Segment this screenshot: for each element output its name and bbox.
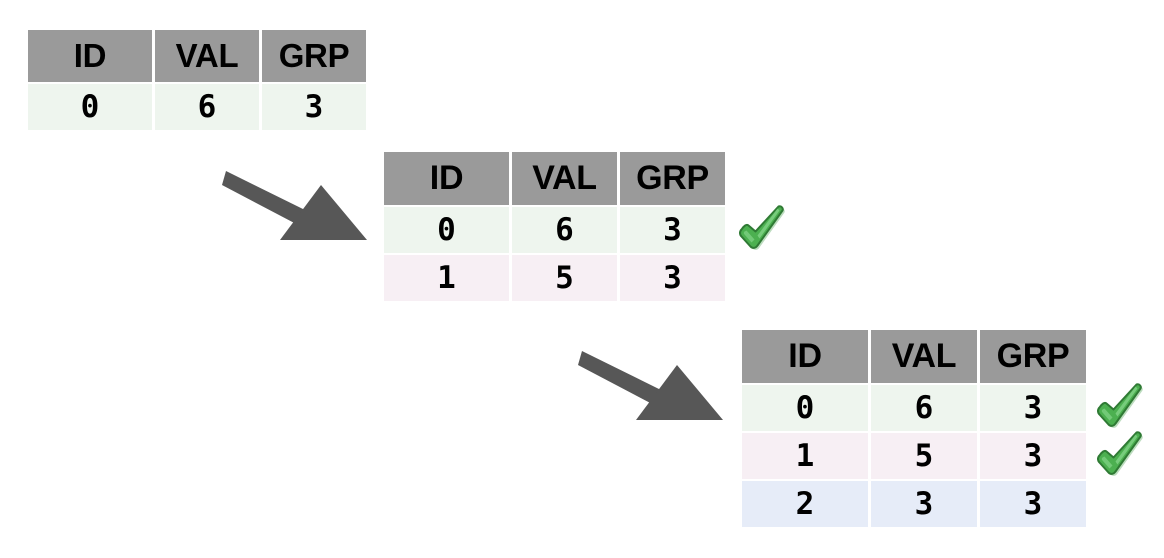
table-1-header-grp: GRP <box>262 30 366 82</box>
table-3: ID VAL GRP 0 6 3 1 5 3 2 3 3 <box>742 330 1086 527</box>
table-3-row1-id: 1 <box>742 433 868 479</box>
arrow-down-right-icon-2 <box>578 351 723 420</box>
table-3-row1-grp: 3 <box>980 433 1086 479</box>
table-2-header-id: ID <box>384 152 509 205</box>
table-2-row0-grp: 3 <box>620 207 725 253</box>
table-3-row2-grp: 3 <box>980 481 1086 527</box>
table-2-row1-val: 5 <box>512 255 617 301</box>
table-2-row0-id: 0 <box>384 207 509 253</box>
green-check-icon <box>1097 431 1143 476</box>
table-3-row0-val: 6 <box>871 385 977 431</box>
table-1-header-id: ID <box>28 30 152 82</box>
table-2-row1-id: 1 <box>384 255 509 301</box>
table-2-row0-val: 6 <box>512 207 617 253</box>
table-3-row2-id: 2 <box>742 481 868 527</box>
table-3-header-val: VAL <box>871 330 977 383</box>
table-3-row1-val: 5 <box>871 433 977 479</box>
table-1-row0-val: 6 <box>155 84 259 130</box>
table-2-row1-grp: 3 <box>620 255 725 301</box>
table-1-header-val: VAL <box>155 30 259 82</box>
table-3-row0-id: 0 <box>742 385 868 431</box>
green-check-icon <box>739 205 785 250</box>
table-1: ID VAL GRP 0 6 3 <box>28 30 366 130</box>
table-1-row0-id: 0 <box>28 84 152 130</box>
table-2-header-grp: GRP <box>620 152 725 205</box>
green-check-icon <box>1097 383 1143 428</box>
table-3-row0-grp: 3 <box>980 385 1086 431</box>
arrow-down-right-icon-1 <box>222 171 367 240</box>
table-3-header-id: ID <box>742 330 868 383</box>
table-3-header-grp: GRP <box>980 330 1086 383</box>
table-1-row0-grp: 3 <box>262 84 366 130</box>
table-2-header-val: VAL <box>512 152 617 205</box>
table-3-row2-val: 3 <box>871 481 977 527</box>
table-2: ID VAL GRP 0 6 3 1 5 3 <box>384 152 725 301</box>
